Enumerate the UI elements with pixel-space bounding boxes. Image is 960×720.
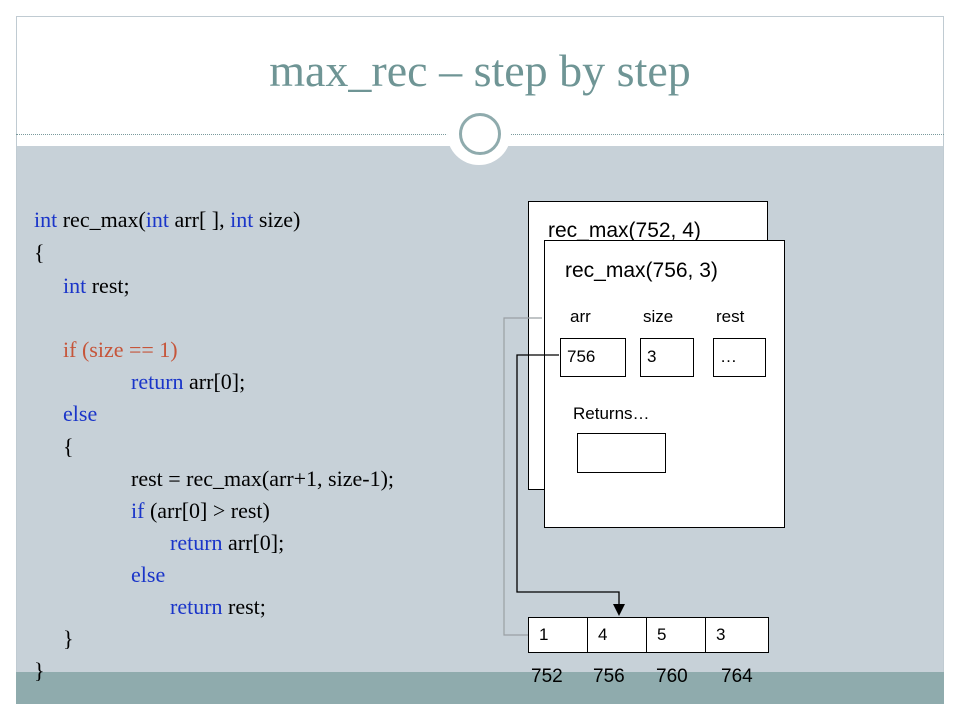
code-line: int rest; [63,273,130,298]
code-line-signature: int rec_max(int arr[ ], int size) [34,207,301,232]
value-arr: 756 [560,338,626,377]
frame-title-inner: rec_max(756, 3) [565,259,718,282]
bottom-band [16,672,944,704]
label-rest: rest [716,307,745,326]
ring-icon [459,113,501,155]
code-line: } [63,626,74,651]
array-cell: 3 [705,617,769,653]
code-line-else: else [63,401,98,426]
array-address: 756 [593,666,625,687]
code-line: return arr[0]; [170,530,285,555]
array-cell: 4 [587,617,647,653]
code-line-else: else [131,562,166,587]
code-line: { [34,240,45,265]
code-line: return arr[0]; [131,369,246,394]
code-line-if: if (size == 1) [63,337,178,362]
stack-frame-inner: rec_max(756, 3) arr size rest 756 3 … Re… [544,240,785,528]
returns-label: Returns… [573,404,650,423]
value-size: 3 [640,338,694,377]
code-line: if (arr[0] > rest) [131,498,270,523]
pointer-arrow-outer [503,317,542,636]
code-line-recursive-call: rest = rec_max(arr+1, size-1); [131,466,395,491]
value-rest: … [713,338,766,377]
code-line: { [63,434,74,459]
array-address: 760 [656,666,688,687]
code-line: } [34,658,45,683]
array-cell: 1 [528,617,588,653]
label-arr: arr [570,307,591,326]
frame-title-outer: rec_max(752, 4) [548,219,701,242]
pointer-arrow-inner [516,354,620,606]
pointer-arrowhead [613,604,625,616]
array-address: 752 [531,666,563,687]
code-line: return rest; [170,594,266,619]
label-size: size [643,307,674,326]
array-address: 764 [721,666,753,687]
return-value-box [577,433,666,473]
slide-title: max_rec – step by step [269,45,691,96]
